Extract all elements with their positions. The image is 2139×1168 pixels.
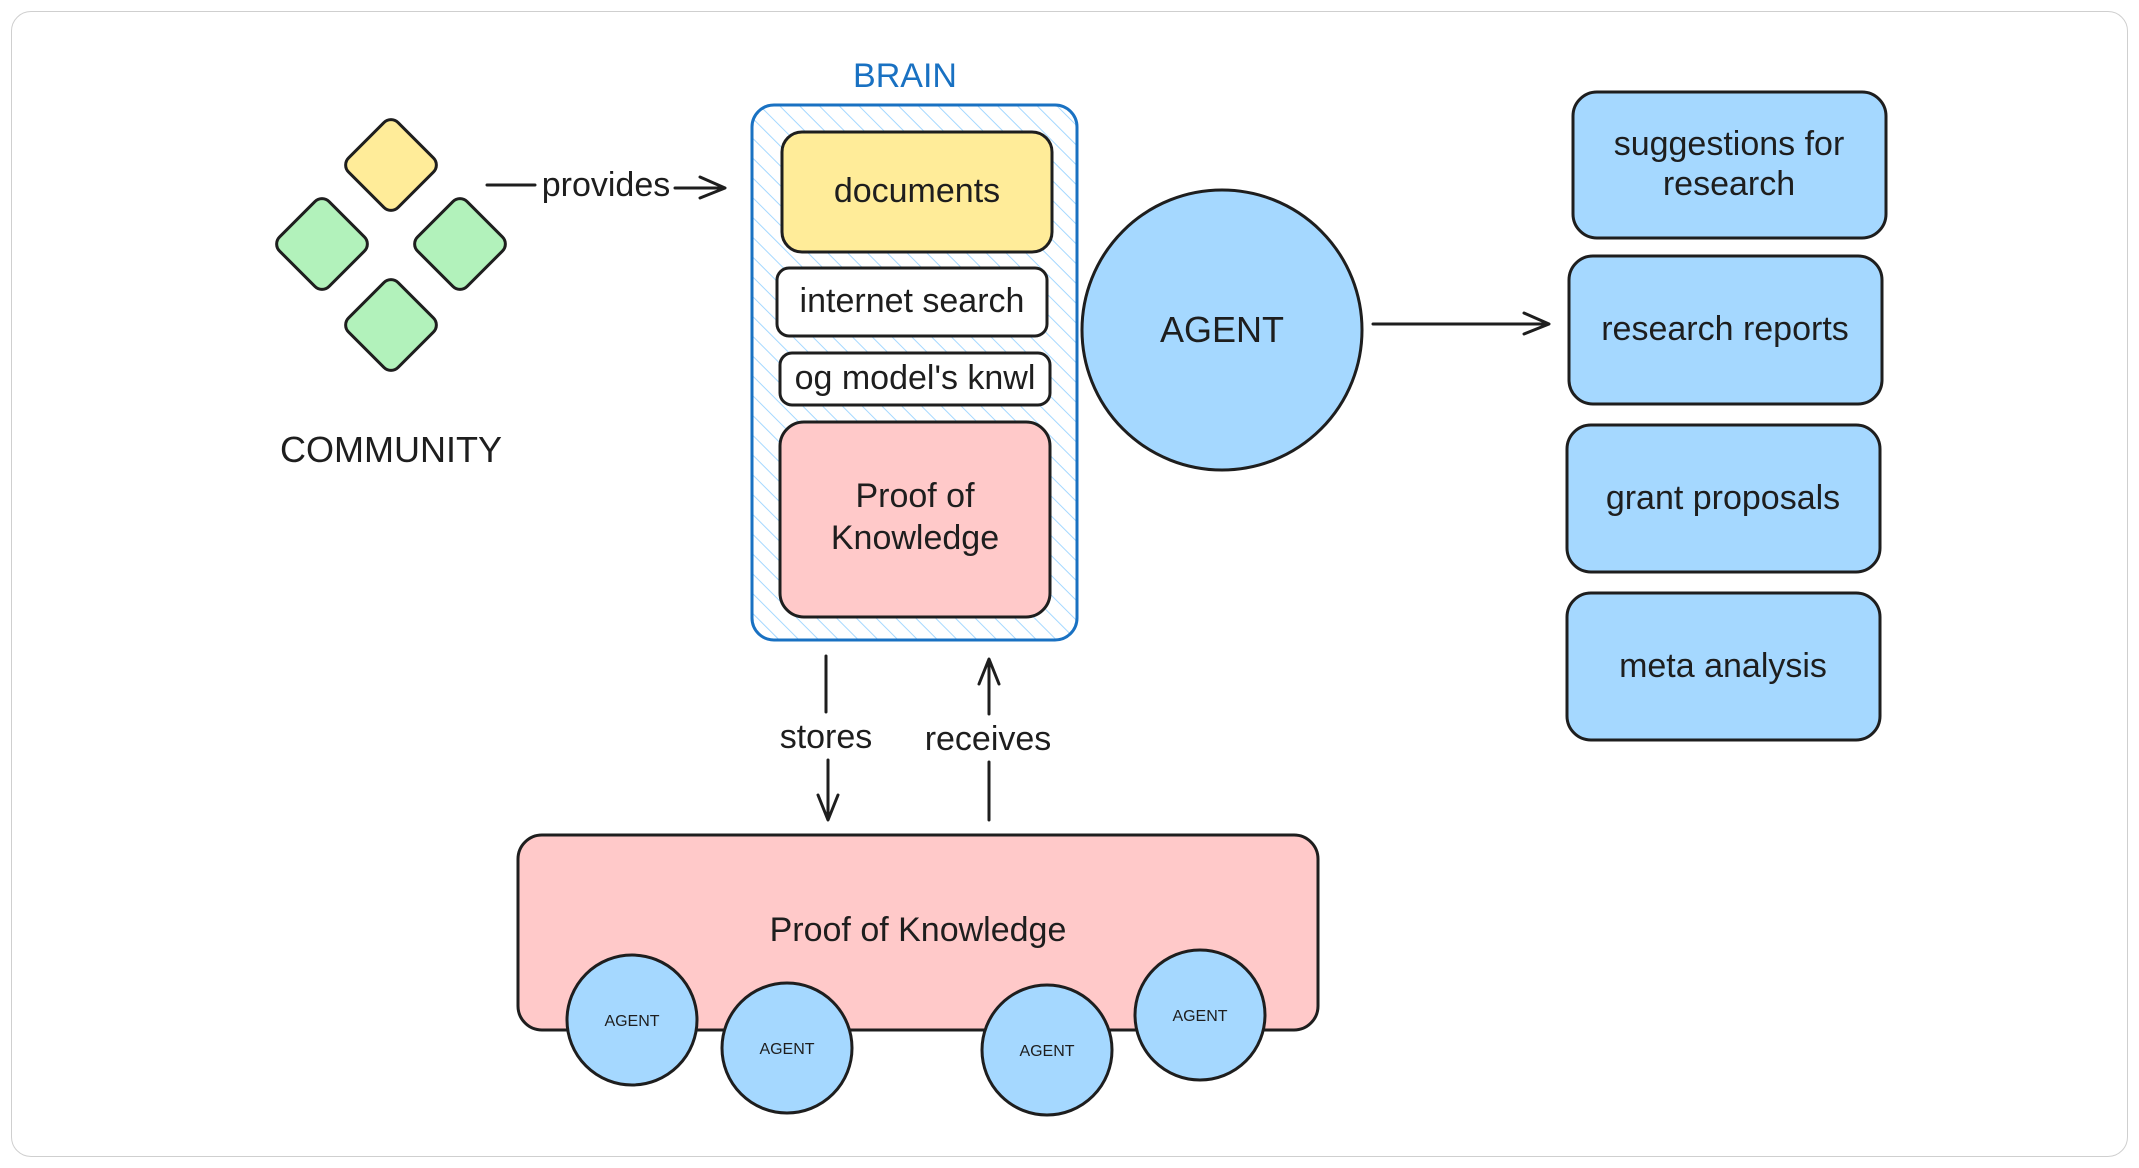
pok-agent-label: AGENT [1172,1008,1227,1025]
output-suggestions-line1: suggestions for [1614,125,1845,163]
agent-output-arrow [1371,311,1551,336]
community-diamond-right [413,197,507,291]
community-diamond-left [275,197,369,291]
pok-agent-label: AGENT [604,1013,659,1030]
provides-arrow [485,175,727,200]
agent-label: AGENT [1160,309,1284,350]
pok-agent-label: AGENT [759,1041,814,1058]
brain-pok-label-line2: Knowledge [831,519,999,557]
community-diamond-bottom [344,278,438,372]
pok-agent-node [565,953,699,1087]
receives-arrow [977,657,1001,822]
brain-og-model-label: og model's knwl [795,359,1036,397]
receives-label: receives [925,720,1052,758]
brain-documents-box [780,130,1054,254]
brain-og-model-box [778,351,1052,407]
output-grant-proposals-box [1565,423,1882,574]
output-suggestions-box [1571,90,1888,240]
output-suggestions-line2: research [1663,165,1795,203]
pok-agent-label: AGENT [1019,1043,1074,1060]
output-grant-proposals-label: grant proposals [1606,479,1840,517]
agent-node [1080,188,1364,472]
provides-label: provides [542,166,671,204]
brain-documents-label: documents [834,172,1000,210]
output-meta-analysis-label: meta analysis [1619,647,1827,685]
pok-network-box [516,833,1320,1032]
output-research-reports-box [1567,254,1884,406]
community-label: COMMUNITY [280,429,502,470]
pok-agent-node [980,983,1114,1117]
stores-label: stores [780,718,873,756]
brain-title: BRAIN [853,57,957,95]
brain-proof-of-knowledge-box [778,420,1052,619]
output-research-reports-label: research reports [1601,310,1849,348]
output-meta-analysis-box [1565,591,1882,742]
stores-arrow [816,654,840,822]
brain-pok-label-line1: Proof of [855,477,975,515]
community-diamond-top [344,118,438,212]
pok-agent-node [1133,948,1267,1082]
pok-agent-node [720,981,854,1115]
pok-network-label: Proof of Knowledge [770,911,1067,949]
community-icon [275,118,507,372]
brain-internet-search-box [775,266,1049,338]
brain-internet-search-label: internet search [800,282,1025,320]
